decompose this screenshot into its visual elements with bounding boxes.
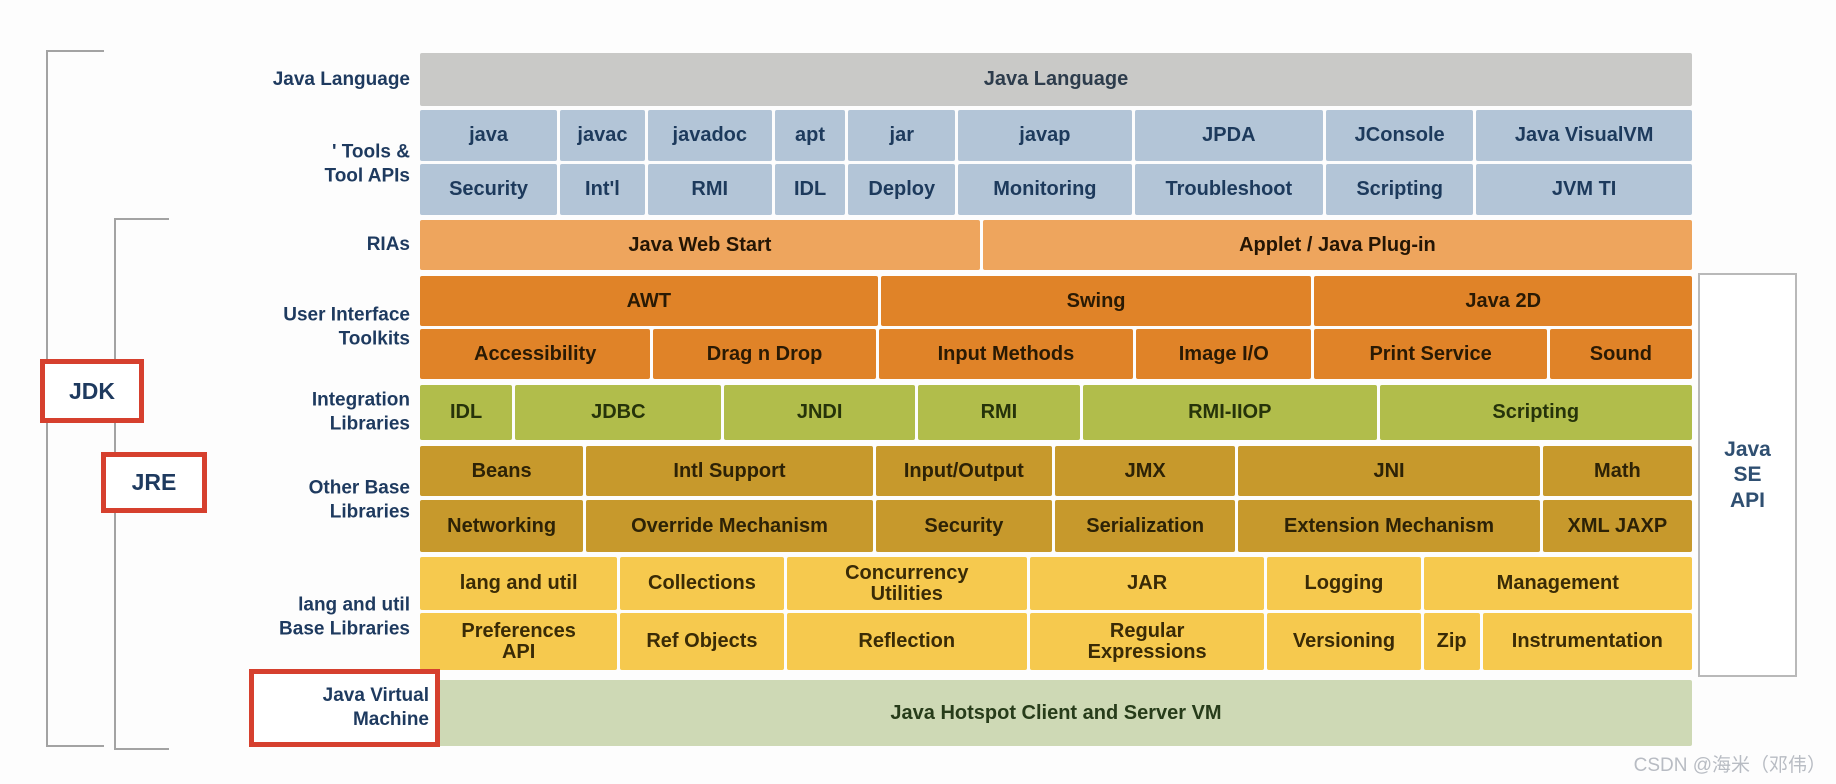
cell-networking: Networking [420, 500, 584, 552]
cell-collections: Collections [620, 557, 784, 610]
cell-idl: IDL [420, 385, 513, 440]
cell-idl: IDL [774, 164, 846, 215]
cell-applet-java-plug-in: Applet / Java Plug-in [982, 220, 1692, 270]
cell-concurrency-utilities: Concurrency Utilities [786, 557, 1027, 610]
cell-print-service: Print Service [1314, 329, 1547, 379]
cell-security: Security [875, 500, 1052, 552]
cell-jpda: JPDA [1134, 110, 1324, 161]
cell-reflection: Reflection [786, 613, 1027, 670]
cell-regular-expressions: Regular Expressions [1029, 613, 1265, 670]
cell-deploy: Deploy [848, 164, 956, 215]
cell-rmi: RMI [647, 164, 772, 215]
label-tools-and-tool-apis: ' Tools & Tool APIs [324, 141, 411, 186]
cell-jar: jar [848, 110, 956, 161]
cell-drag-n-drop: Drag n Drop [653, 329, 876, 379]
cell-lang-and-util: lang and util [420, 557, 618, 610]
cell-management: Management [1423, 557, 1692, 610]
cell-scripting: Scripting [1379, 385, 1692, 440]
cell-intl-support: Intl Support [586, 446, 873, 496]
cell-java-web-start: Java Web Start [420, 220, 980, 270]
java-se-api-box: Java SE API [1698, 273, 1797, 677]
cell-awt: AWT [420, 276, 878, 326]
label-other-base-libraries: Other Base Libraries [308, 477, 410, 522]
cell-javap: javap [958, 110, 1132, 161]
cell-jdbc: JDBC [515, 385, 722, 440]
row-jvm: Java Hotspot Client and Server VM [420, 680, 1692, 746]
jdk-label: JDK [68, 377, 115, 404]
cell-scripting: Scripting [1326, 164, 1474, 215]
label-rias: RIAs [366, 234, 410, 256]
jre-label: JRE [131, 469, 177, 495]
label-lang-and-util-base-libraries: lang and util Base Libraries [279, 594, 410, 639]
cell-jar: JAR [1029, 557, 1265, 610]
cell-jni: JNI [1238, 446, 1540, 496]
cell-java-visualvm: Java VisualVM [1476, 110, 1692, 161]
cell-jndi: JNDI [724, 385, 915, 440]
cell-math: Math [1542, 446, 1692, 496]
cell-javac: javac [560, 110, 645, 161]
java-se-api-label: Java SE API [1724, 438, 1771, 512]
jre-bracket-foot-bottom [114, 748, 169, 750]
jre-red-box: JRE [101, 452, 207, 513]
cell-input-methods: Input Methods [878, 329, 1134, 379]
jvm-red-box: Java Virtual Machine [249, 669, 440, 747]
label-java-language: Java Language [272, 69, 410, 91]
cell-beans: Beans [420, 446, 584, 496]
cell-troubleshoot: Troubleshoot [1134, 164, 1324, 215]
cell-rmi-iiop: RMI-IIOP [1083, 385, 1377, 440]
cell-swing: Swing [880, 276, 1312, 326]
cell-versioning: Versioning [1267, 613, 1421, 670]
cell-jconsole: JConsole [1326, 110, 1474, 161]
cell-image-i-o: Image I/O [1136, 329, 1312, 379]
jdk-bracket-foot-top [46, 50, 104, 52]
cell-ref-objects: Ref Objects [620, 613, 784, 670]
cell-preferences-api: Preferences API [420, 613, 618, 670]
label-user-interface-toolkits: User Interface Toolkits [283, 304, 410, 349]
cell-monitoring: Monitoring [958, 164, 1132, 215]
cell-rmi: RMI [917, 385, 1081, 440]
jre-bracket-foot-top [114, 218, 169, 220]
cell-javadoc: javadoc [647, 110, 772, 161]
csdn-watermark: CSDN @海米（邓伟） [1633, 755, 1826, 776]
jdk-bracket-foot-bottom [46, 745, 104, 747]
cell-xml-jaxp: XML JAXP [1542, 500, 1692, 552]
cell-apt: apt [774, 110, 846, 161]
cell-serialization: Serialization [1055, 500, 1236, 552]
cell-java-language: Java Language [420, 53, 1692, 106]
cell-instrumentation: Instrumentation [1482, 613, 1693, 670]
cell-logging: Logging [1267, 557, 1421, 610]
cell-zip: Zip [1423, 613, 1480, 670]
cell-accessibility: Accessibility [420, 329, 651, 379]
cell-jmx: JMX [1055, 446, 1236, 496]
jvm-label: Java Virtual Machine [322, 685, 429, 730]
cell-java-hotspot-client-and-server-vm: Java Hotspot Client and Server VM [420, 680, 1692, 746]
label-integration-libraries: Integration Libraries [311, 389, 410, 434]
row-java-language: Java Language [420, 53, 1692, 106]
cell-java-2d: Java 2D [1314, 276, 1692, 326]
cell-extension-mechanism: Extension Mechanism [1238, 500, 1540, 552]
jdk-red-box: JDK [40, 359, 144, 423]
cell-input-output: Input/Output [875, 446, 1052, 496]
cell-java: java [420, 110, 558, 161]
cell-sound: Sound [1549, 329, 1692, 379]
cell-override-mechanism: Override Mechanism [586, 500, 873, 552]
cell-jvm-ti: JVM TI [1476, 164, 1692, 215]
cell-security: Security [420, 164, 558, 215]
cell-int-l: Int'l [560, 164, 645, 215]
